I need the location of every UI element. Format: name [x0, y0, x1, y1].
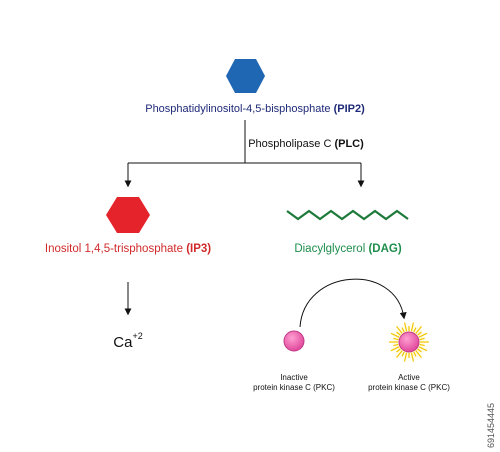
dag-label: Diacylglycerol (DAG) — [294, 243, 401, 255]
inactive-pkc-label: Inactive protein kinase C (PKC) — [253, 373, 335, 393]
glow-ray — [410, 352, 415, 362]
glow-ray — [390, 346, 400, 352]
glow-ray — [403, 352, 408, 362]
glow-ray — [417, 331, 422, 336]
active-pkc-burst — [389, 322, 429, 362]
pip2-hexagon — [226, 59, 265, 93]
active-pkc-circle — [398, 331, 420, 353]
stock-watermark: 691454445 — [486, 403, 496, 448]
inactive-pkc-line1: Inactive — [280, 373, 308, 382]
glow-ray — [413, 327, 417, 333]
calcium-symbol: Ca — [113, 334, 133, 351]
active-pkc-line1: Active — [398, 373, 420, 382]
glow-ray — [413, 351, 417, 357]
calcium-charge: +2 — [132, 331, 143, 341]
pip2-name: Phosphatidylinositol-4,5-bisphosphate — [145, 103, 331, 115]
active-pkc-line2: protein kinase C (PKC) — [368, 383, 450, 392]
glow-ray — [417, 348, 422, 353]
inactive-pkc-line2: protein kinase C (PKC) — [253, 383, 335, 392]
plc-name: Phospholipase C — [248, 138, 332, 150]
activation-arrow — [299, 278, 407, 328]
glow-ray — [396, 350, 403, 359]
ip3-name: Inositol 1,4,5-trisphosphate — [44, 243, 183, 255]
dag-abbr: (DAG) — [368, 243, 402, 255]
glow-ray — [396, 331, 401, 336]
ip3-hexagon — [106, 197, 150, 233]
dag-name: Diacylglycerol — [294, 243, 366, 255]
glow-ray — [393, 337, 399, 341]
ip3-abbr: (IP3) — [186, 243, 212, 255]
glow-ray — [419, 337, 425, 341]
glow-ray — [396, 325, 403, 334]
glow-ray — [418, 346, 428, 352]
glow-ray — [390, 332, 400, 338]
glow-ray — [415, 325, 422, 334]
glow-ray — [410, 322, 415, 332]
calcium-label: Ca+2 — [113, 331, 143, 351]
pip2-label: Phosphatidylinositol-4,5-bisphosphate (P… — [145, 103, 365, 115]
plc-abbr: (PLC) — [334, 138, 364, 150]
glow-ray — [415, 350, 422, 359]
inactive-pkc-circle — [283, 330, 305, 352]
glow-ray — [403, 322, 408, 332]
watermark-id: 691454445 — [486, 403, 496, 448]
plc-label: Phospholipase C (PLC) — [248, 138, 364, 150]
glow-ray — [419, 343, 425, 347]
ip3-label: Inositol 1,4,5-trisphosphate (IP3) — [45, 243, 211, 255]
glow-ray — [418, 332, 428, 338]
pip2-abbr: (PIP2) — [333, 103, 365, 115]
glow-ray — [393, 343, 399, 347]
glow-ray — [401, 351, 405, 357]
glow-ray — [396, 348, 401, 353]
dag-zigzag — [286, 209, 409, 221]
active-pkc-label: Active protein kinase C (PKC) — [368, 373, 450, 393]
glow-ray — [401, 327, 405, 333]
